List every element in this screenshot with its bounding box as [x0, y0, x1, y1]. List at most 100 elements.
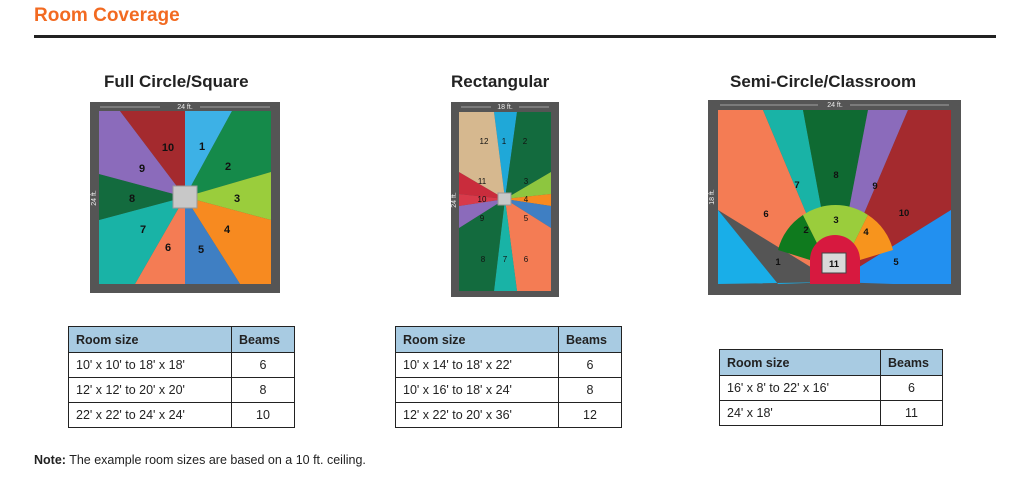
table-row: 12' x 22' to 20' x 36'12	[395, 402, 622, 428]
room-size-cell: 22' x 22' to 24' x 24'	[68, 402, 232, 428]
room-size-cell: 10' x 10' to 18' x 18'	[68, 352, 232, 378]
beam-wedge	[853, 215, 893, 260]
room-size-table-rectangular: Room size Beams 10' x 14' to 18' x 22'6 …	[395, 326, 622, 428]
beam-label: 3	[524, 177, 529, 186]
beam-label: 5	[198, 244, 204, 256]
table-row: 10' x 16' to 18' x 24'8	[395, 377, 622, 403]
beam-wedges	[99, 111, 271, 284]
beams-cell: 6	[880, 375, 943, 401]
beam-label: 1	[199, 141, 205, 153]
speaker-unit	[172, 185, 198, 209]
column-header-room-size: Room size	[68, 326, 232, 353]
beam-label: 8	[481, 255, 486, 264]
beam-label: 6	[165, 242, 171, 254]
beam-wedge	[185, 197, 271, 284]
room-size-cell: 24' x 18'	[719, 400, 881, 426]
beam-label: 11	[478, 177, 487, 186]
beam-wedge	[459, 199, 505, 291]
beam-wedges	[718, 110, 951, 284]
beam-wedge	[99, 197, 185, 284]
beam-label: 7	[503, 255, 508, 264]
square-coverage-diagram: 24 ft. 24 ft. 1 2 3 4 5 6 7 8 9 10	[90, 102, 280, 293]
column-header-beams: Beams	[558, 326, 622, 353]
room-size-table-semicircle: Room size Beams 16' x 8' to 22' x 16'6 2…	[719, 349, 943, 426]
room-size-cell: 12' x 22' to 20' x 36'	[395, 402, 559, 428]
beam-wedge	[803, 205, 868, 245]
room-size-cell: 16' x 8' to 22' x 16'	[719, 375, 881, 401]
column-header-room-size: Room size	[395, 326, 559, 353]
table-row: 22' x 22' to 24' x 24'10	[68, 402, 295, 428]
room-size-cell: 10' x 16' to 18' x 24'	[395, 377, 559, 403]
beam-wedge	[185, 111, 271, 197]
table-row: 16' x 8' to 22' x 16'6	[719, 375, 943, 401]
beam-wedge	[505, 194, 551, 206]
height-dimension-label: 18 ft.	[709, 189, 716, 205]
note-text: The example room sizes are based on a 10…	[65, 453, 366, 467]
beam-wedge	[494, 112, 517, 199]
width-dimension-label: 24 ft.	[177, 104, 193, 111]
beam-label: 7	[794, 180, 799, 191]
width-dimension-label: 24 ft.	[827, 102, 843, 109]
beam-label: 2	[225, 161, 231, 173]
beam-label: 3	[833, 215, 838, 226]
beams-cell: 6	[558, 352, 622, 378]
beam-label: 6	[763, 209, 768, 220]
beam-label: 4	[524, 195, 529, 204]
beams-cell: 12	[558, 402, 622, 428]
height-dimension-label: 24 ft.	[91, 190, 98, 206]
beam-wedge	[778, 215, 818, 260]
beams-cell: 11	[880, 400, 943, 426]
beam-label: 10	[162, 142, 174, 154]
beam-wedge	[185, 197, 240, 284]
beam-wedge	[459, 112, 505, 199]
beam-label: 9	[872, 181, 877, 192]
beam-label: 8	[129, 193, 135, 205]
table-row: 12' x 12' to 20' x 20'8	[68, 377, 295, 403]
section-heading: Room Coverage	[34, 5, 180, 26]
width-dimension-label: 18 ft.	[497, 104, 513, 111]
beam-label: 9	[480, 214, 485, 223]
beam-wedge	[494, 199, 517, 291]
table-row: 10' x 14' to 18' x 22'6	[395, 352, 622, 378]
beam-wedge	[99, 111, 185, 197]
beam-wedges	[459, 112, 551, 291]
beam-wedge	[835, 210, 951, 284]
beams-cell: 8	[558, 377, 622, 403]
beam-label: 12	[480, 137, 489, 146]
note-label: Note:	[34, 453, 66, 467]
beam-wedge	[803, 110, 868, 282]
layout-title-semicircle: Semi-Circle/Classroom	[730, 72, 917, 91]
room-size-table-square: Room size Beams 10' x 10' to 18' x 18'6 …	[68, 326, 295, 428]
beam-wedge	[505, 199, 551, 291]
layout-title-square: Full Circle/Square	[104, 72, 249, 91]
beam-label: 7	[140, 224, 146, 236]
beam-wedge	[505, 112, 551, 199]
beams-cell: 8	[231, 377, 295, 403]
beam-label: 1	[775, 257, 781, 268]
beam-label: 1	[502, 137, 507, 146]
beam-label: 2	[523, 137, 528, 146]
heading-divider	[34, 35, 996, 38]
beam-label: 10	[478, 195, 487, 204]
room-size-cell: 10' x 14' to 18' x 22'	[395, 352, 559, 378]
beam-wedge	[120, 111, 185, 197]
height-dimension-label: 24 ft.	[451, 192, 458, 208]
beam-label: 6	[524, 255, 529, 264]
table-row: 24' x 18'11	[719, 400, 943, 426]
semicircle-coverage-diagram: 24 ft. 18 ft. 1 2 3 4 5 6 7 8 9 10 11	[708, 100, 961, 295]
beam-label: 10	[899, 208, 910, 219]
beam-label: 5	[524, 214, 529, 223]
beam-wedge	[185, 172, 271, 220]
layout-title-rectangular: Rectangular	[451, 72, 550, 91]
footnote: Note: The example room sizes are based o…	[34, 453, 366, 467]
speaker-unit	[821, 252, 847, 274]
beam-wedge	[99, 174, 185, 220]
beams-cell: 10	[231, 402, 295, 428]
beam-label: 4	[863, 227, 869, 238]
beam-label: 8	[833, 170, 838, 181]
beam-label: 3	[234, 193, 240, 205]
beam-label: 2	[803, 225, 808, 236]
column-header-beams: Beams	[231, 326, 295, 353]
table-row: 10' x 10' to 18' x 18'6	[68, 352, 295, 378]
beam-label: 11	[829, 259, 840, 270]
